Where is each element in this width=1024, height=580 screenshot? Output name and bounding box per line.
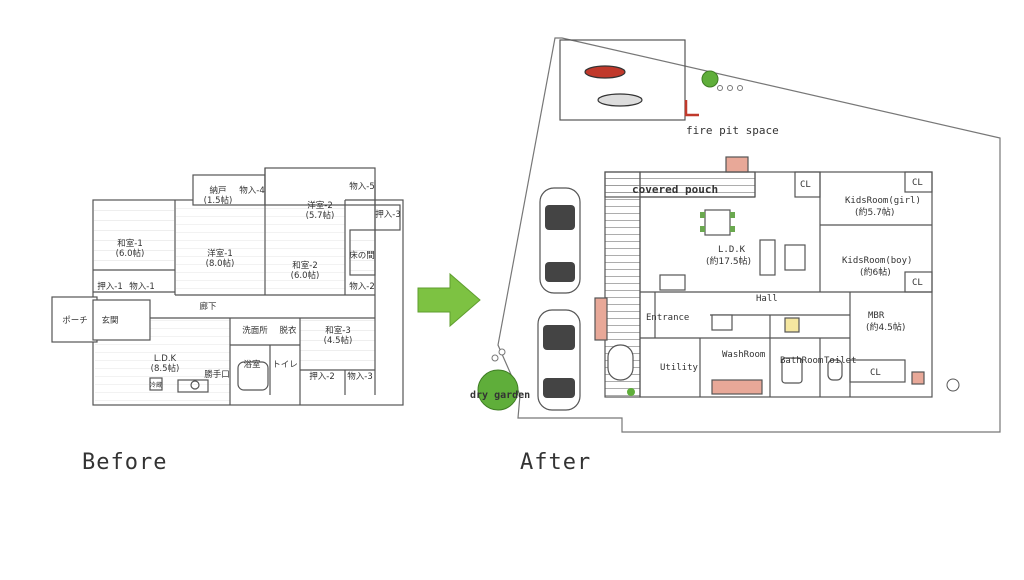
label-oshiire3: 押入-3 <box>375 209 400 220</box>
oshiire3-box <box>374 204 401 231</box>
after-floor-plan <box>497 37 1001 433</box>
before-room-labels: 納戸 (1.5帖) 物入-4 洋室-2 (5.7帖) 物入-5 押入-3 和室-… <box>62 181 401 389</box>
bathtub <box>237 361 269 391</box>
label-kids-boy-size: (約6帖) <box>860 266 891 278</box>
label-cl-2: CL <box>912 178 923 188</box>
label-oshiire2: 押入-2 <box>309 371 334 382</box>
deck-step <box>725 156 749 173</box>
sofa <box>759 239 776 276</box>
label-cl-1: CL <box>800 180 811 190</box>
label-washitsu1-size: (6.0帖) <box>116 248 145 259</box>
label-washitsu3-size: (4.5帖) <box>324 335 353 346</box>
genkan-box <box>92 299 151 341</box>
label-katteguchi: 勝手口 <box>204 369 230 380</box>
label-kids-girl-size: (約5.7帖) <box>855 206 894 218</box>
label-mono2: 物入-2 <box>349 281 374 292</box>
label-hall: Hall <box>756 294 778 304</box>
label-genkan: 玄関 <box>101 315 118 326</box>
cl-box-2 <box>904 171 933 193</box>
yoshitsu2-top <box>264 167 376 206</box>
north-marker <box>946 378 960 392</box>
label-mono1: 物入-1 <box>129 281 154 292</box>
label-oshiire4: 物入-4 <box>239 185 264 196</box>
label-roka: 廊下 <box>199 301 217 312</box>
label-toilet: トイレ <box>272 360 298 370</box>
label-yoshitsu2: 洋室-2 <box>307 200 332 211</box>
caption-before: Before <box>82 450 168 475</box>
label-mbr-size: (約4.5帖) <box>866 321 905 333</box>
label-kids-boy: KidsRoom(boy) <box>842 256 912 266</box>
label-ldk-size: (8.5帖) <box>151 363 180 374</box>
label-entrance: Entrance <box>646 313 689 323</box>
caption-after: After <box>520 450 592 475</box>
before-floor-plan <box>51 167 404 406</box>
label-oshiire5: 物入-5 <box>349 181 374 192</box>
after-plants <box>477 70 743 411</box>
label-washroom: WashRoom <box>722 350 765 360</box>
label-senmen: 洗面所 <box>242 325 268 336</box>
label-washitsu2-size: (6.0帖) <box>291 270 320 281</box>
label-cl-4: CL <box>870 368 881 378</box>
cl-box-1 <box>794 171 821 198</box>
cl-box-4 <box>849 359 906 383</box>
label-mbr: MBR <box>868 311 885 321</box>
tokonoma-box <box>349 229 376 276</box>
label-washitsu1: 和室-1 <box>117 238 142 249</box>
label-washitsu3: 和室-3 <box>325 325 350 336</box>
after-room-labels: fire pit space covered pouch CL CL CL CL… <box>470 124 923 401</box>
label-bathroom: BathRoom <box>780 356 823 366</box>
cl-box-3 <box>904 271 933 293</box>
before-to-after-arrow <box>417 272 481 328</box>
label-nando: 納戸 <box>209 185 226 196</box>
label-utility: Utility <box>660 363 699 373</box>
label-fire-pit: fire pit space <box>686 124 779 137</box>
fridge-box <box>149 377 163 391</box>
site-boundary <box>497 37 1001 433</box>
dry-garden-tree <box>477 369 519 411</box>
label-yoshitsu2-size: (5.7帖) <box>306 210 335 221</box>
motorbike-grey <box>597 93 643 107</box>
label-kids-girl: KidsRoom(girl) <box>845 196 921 206</box>
label-oshiire1: 押入-1 <box>97 281 122 292</box>
label-dry-garden: dry garden <box>470 390 530 401</box>
label-cl-3: CL <box>912 278 923 288</box>
label-mono3: 物入-3 <box>347 371 372 382</box>
entrance-step <box>594 297 608 341</box>
label-yoshitsu1: 洋室-1 <box>207 248 232 259</box>
label-yokushitsu: 浴室 <box>243 359 261 370</box>
label-covered-pouch: covered pouch <box>632 183 718 196</box>
bike-parking <box>559 39 686 121</box>
label-yoshitsu1-size: (8.0帖) <box>206 258 235 269</box>
coffee-table <box>784 244 806 271</box>
label-tokonoma: 床の間 <box>349 250 375 261</box>
label-fridge: 冷蔵 <box>150 381 162 389</box>
motorbike-red <box>584 65 626 79</box>
label-ldk: L.D.K <box>718 245 746 255</box>
label-furo-door: 脱衣 <box>279 325 297 336</box>
deck-top <box>604 171 756 198</box>
porch-box <box>51 296 98 343</box>
label-ldk-size: (約17.5帖) <box>706 255 751 267</box>
dining-table <box>704 209 731 236</box>
label-toilet: Toilet <box>824 356 857 366</box>
label-ldk: L.D.K <box>154 354 177 364</box>
label-washitsu2: 和室-2 <box>292 260 317 271</box>
label-porch: ポーチ <box>62 316 88 326</box>
label-nando-size: (1.5帖) <box>204 195 233 206</box>
